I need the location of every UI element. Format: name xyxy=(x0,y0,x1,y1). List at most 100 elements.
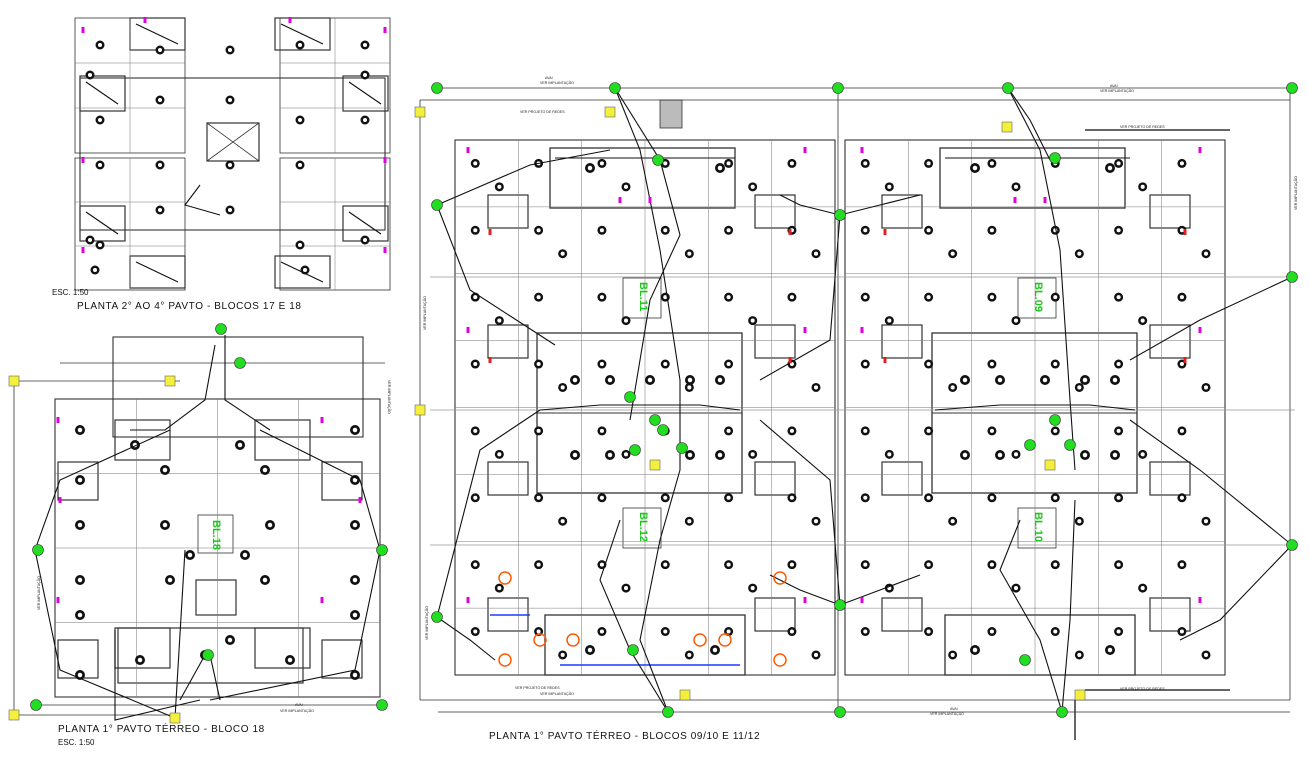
grid-node-circle xyxy=(676,442,688,454)
light-fixture-icon xyxy=(558,249,568,259)
fixture-center xyxy=(712,647,718,653)
grid-node-circle xyxy=(1056,706,1068,718)
small-note: VER IMPLANTAÇÃO xyxy=(424,606,429,640)
fixture-center xyxy=(623,586,629,591)
fixture-center xyxy=(663,295,668,300)
light-fixture-icon xyxy=(225,45,235,55)
small-note: AVAI xyxy=(1110,84,1118,88)
fixture-center xyxy=(1179,362,1184,367)
light-fixture-icon xyxy=(811,249,821,259)
light-fixture-icon xyxy=(295,40,305,50)
light-fixture-icon xyxy=(85,235,95,245)
grid-node-circle xyxy=(1286,539,1298,551)
light-fixture-icon xyxy=(715,450,725,460)
grid-node-circle xyxy=(234,357,246,369)
light-fixture-icon xyxy=(1011,316,1021,326)
fixture-center xyxy=(1179,562,1184,567)
light-fixture-icon xyxy=(860,158,870,168)
fixture-center xyxy=(352,477,358,483)
plan-title-upper-left: PLANTA 2° AO 4° PAVTO - BLOCOS 17 E 18 xyxy=(77,301,302,312)
fixture-center xyxy=(726,295,731,300)
block-label: BL.11 xyxy=(637,282,649,311)
fixture-center xyxy=(813,519,819,524)
fixture-center xyxy=(87,72,93,78)
wire-run xyxy=(436,204,556,346)
light-fixture-icon xyxy=(924,627,934,637)
fixture-center xyxy=(1112,377,1118,383)
light-fixture-icon xyxy=(724,493,734,503)
wire-run xyxy=(85,81,119,105)
light-fixture-icon xyxy=(597,225,607,235)
light-fixture-icon xyxy=(1080,375,1090,385)
small-note: AVAI xyxy=(545,76,553,80)
fixture-center xyxy=(997,452,1003,458)
light-fixture-icon xyxy=(570,450,580,460)
grid-node-circle xyxy=(431,199,443,211)
fixture-center xyxy=(863,228,868,233)
fixture-center xyxy=(599,228,604,233)
fixture-center xyxy=(1203,519,1209,524)
light-fixture-icon xyxy=(1201,516,1211,526)
light-fixture-icon xyxy=(75,475,85,485)
light-fixture-icon xyxy=(660,292,670,302)
grid-node-circle xyxy=(629,444,641,456)
fixture-center xyxy=(989,495,994,500)
fixture-center xyxy=(536,629,541,634)
light-fixture-icon xyxy=(787,627,797,637)
light-fixture-icon xyxy=(1074,249,1084,259)
fixture-center xyxy=(623,184,629,189)
grid-nodes xyxy=(8,82,1298,724)
fixture-center xyxy=(726,428,731,433)
wire-run xyxy=(135,23,179,45)
fixture-center xyxy=(663,629,668,634)
wall-outlet-mark xyxy=(320,417,324,423)
fixture-center xyxy=(362,237,368,243)
fixture-center xyxy=(1053,362,1058,367)
fixture-center xyxy=(663,161,668,166)
light-fixture-icon xyxy=(1011,449,1021,459)
light-fixture-icon xyxy=(724,426,734,436)
fixture-center xyxy=(1203,385,1209,390)
wall-outlet-mark xyxy=(1198,147,1202,153)
wire-run xyxy=(135,261,179,283)
fixture-center xyxy=(77,612,83,618)
fixture-center xyxy=(687,251,692,256)
orange-mark xyxy=(533,633,547,647)
light-fixture-icon xyxy=(295,240,305,250)
fixture-center xyxy=(536,228,541,233)
balcony-box xyxy=(549,147,736,209)
wire-run xyxy=(779,194,841,216)
fixture-center xyxy=(989,228,994,233)
wall-outlet-mark xyxy=(1013,197,1017,203)
wall-outlet-mark xyxy=(803,147,807,153)
wall-outlet-mark xyxy=(883,229,887,235)
fixture-center xyxy=(926,428,931,433)
wire-run xyxy=(280,261,324,283)
wire-run xyxy=(769,574,841,606)
light-fixture-icon xyxy=(1105,645,1115,655)
light-fixture-icon xyxy=(597,158,607,168)
fixture-center xyxy=(1013,586,1019,591)
light-fixture-icon xyxy=(534,225,544,235)
wall-outlet-mark xyxy=(466,597,470,603)
orange-mark xyxy=(773,571,787,585)
light-fixture-icon xyxy=(860,292,870,302)
light-fixture-icon xyxy=(260,465,270,475)
light-fixture-icon xyxy=(534,560,544,570)
plan-title-right: PLANTA 1° PAVTO TÉRREO - BLOCOS 09/10 E … xyxy=(489,731,761,742)
light-fixture-icon xyxy=(1050,627,1060,637)
wall-outlet-mark xyxy=(358,497,362,503)
fixture-center xyxy=(1082,377,1088,383)
fixture-center xyxy=(157,207,163,213)
small-note: VER IMPLANTAÇÃO xyxy=(540,691,574,696)
light-fixture-icon xyxy=(260,575,270,585)
fixture-center xyxy=(1116,161,1121,166)
fixture-center xyxy=(473,228,478,233)
fixture-center xyxy=(863,161,868,166)
grid-node-circle xyxy=(30,699,42,711)
fixture-center xyxy=(1077,519,1082,524)
light-fixture-icon xyxy=(860,359,870,369)
light-fixture-icon xyxy=(970,163,980,173)
small-note: VER IMPLANTAÇÃO xyxy=(422,296,427,330)
